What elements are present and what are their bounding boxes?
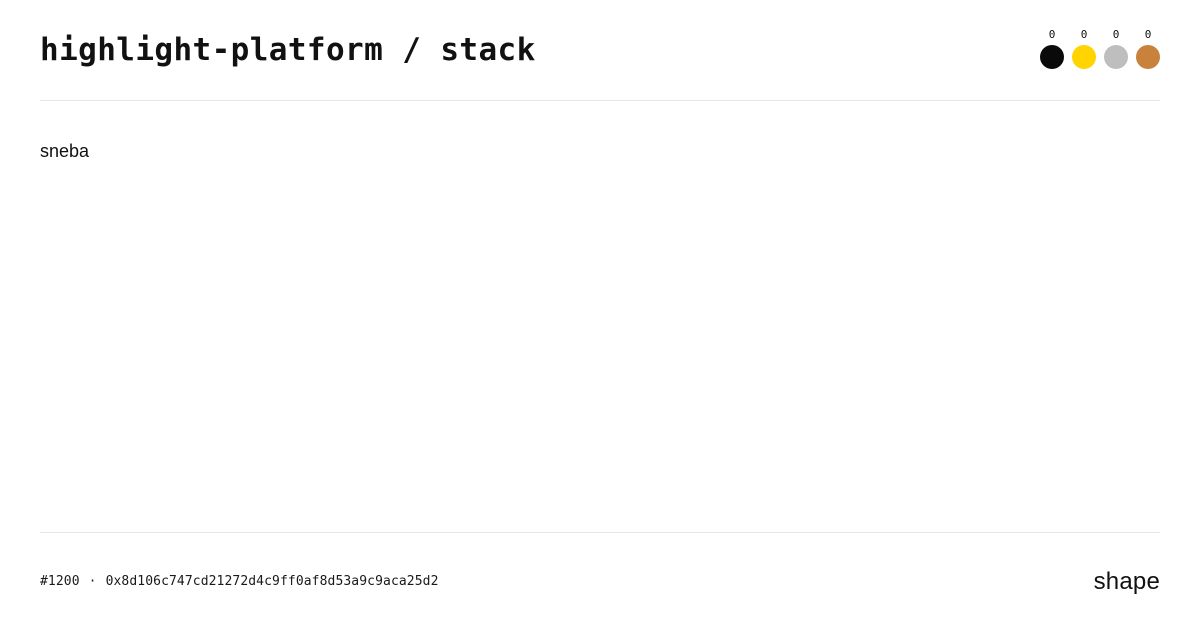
medal-count-bronze: 0	[1144, 28, 1152, 41]
footer-brand: shape	[1093, 567, 1160, 595]
footer-separator: ·	[88, 574, 97, 589]
medal-counter-group: 0 0 0 0	[1040, 29, 1160, 71]
medal-counter-black[interactable]: 0	[1040, 29, 1064, 69]
footer-hash: 0x8d106c747cd21272d4c9ff0af8d53a9c9aca25…	[105, 574, 439, 589]
medal-counter-gold[interactable]: 0	[1072, 29, 1096, 69]
medal-counter-bronze[interactable]: 0	[1136, 29, 1160, 69]
medal-dot-gold-icon	[1072, 45, 1096, 69]
medal-count-black: 0	[1048, 28, 1056, 41]
content-text: sneba	[40, 141, 90, 161]
medal-dot-bronze-icon	[1136, 45, 1160, 69]
footer-index: #1200	[40, 574, 80, 589]
page-footer: #1200 · 0x8d106c747cd21272d4c9ff0af8d53a…	[40, 532, 1160, 630]
main-content: sneba	[40, 101, 1160, 532]
footer-metadata: #1200 · 0x8d106c747cd21272d4c9ff0af8d53a…	[40, 574, 439, 589]
medal-dot-black-icon	[1040, 45, 1064, 69]
medal-dot-silver-icon	[1104, 45, 1128, 69]
medal-count-silver: 0	[1112, 28, 1120, 41]
medal-counter-silver[interactable]: 0	[1104, 29, 1128, 69]
page-title: highlight-platform / stack	[40, 31, 536, 68]
page-header: highlight-platform / stack 0 0 0 0	[40, 0, 1160, 101]
medal-count-gold: 0	[1080, 28, 1088, 41]
